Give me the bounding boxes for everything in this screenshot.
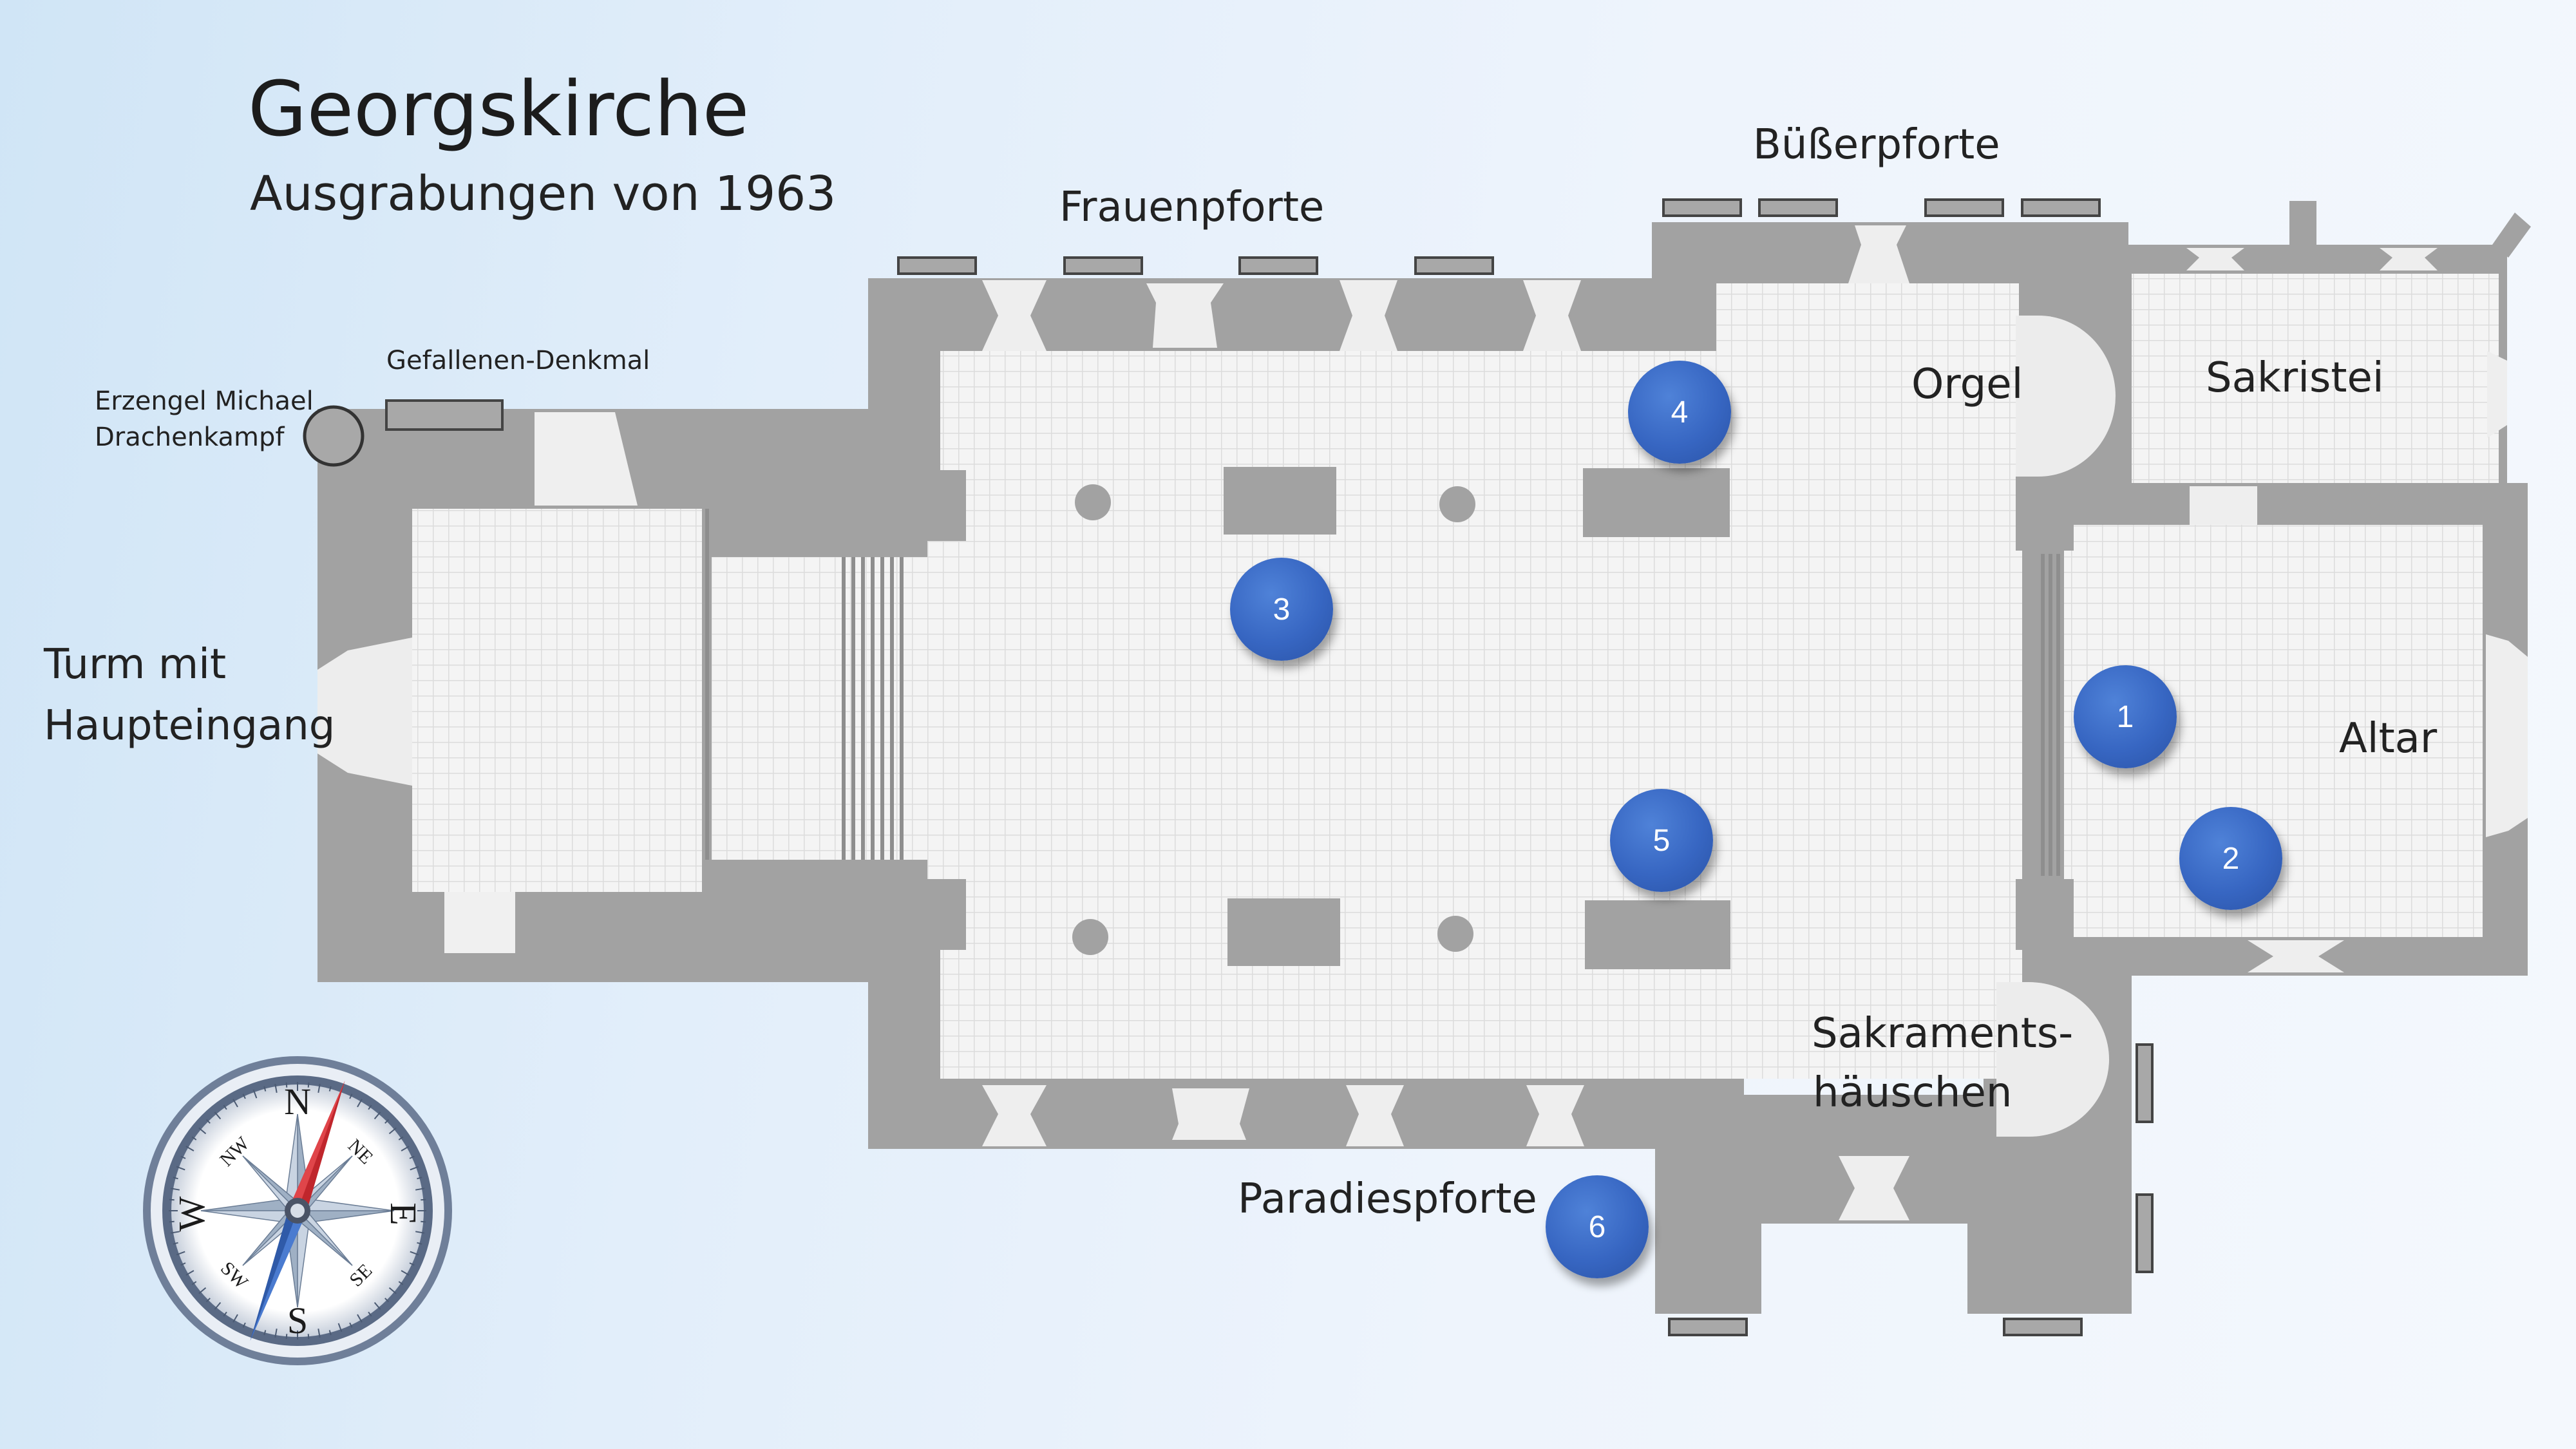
compass-tick	[349, 1094, 353, 1099]
compass-tick	[214, 1302, 222, 1310]
label-gefallenen-denkmal: Gefallenen-Denkmal	[386, 346, 650, 375]
compass-tick	[242, 1094, 246, 1099]
tower-entrance	[317, 638, 412, 786]
compass-tick	[274, 1083, 278, 1093]
compass-tick	[205, 1298, 211, 1303]
label-turm-line1: Turm mit	[44, 641, 227, 688]
compass-tick	[328, 1330, 332, 1336]
compass-tick	[349, 1322, 353, 1328]
michael-statue	[303, 405, 365, 467]
compass-tick	[415, 1231, 425, 1234]
compass-tick	[417, 1177, 422, 1180]
compass-tick	[232, 1314, 238, 1323]
compass-tick	[357, 1099, 363, 1108]
compass-tick	[173, 1242, 178, 1245]
compass-tick	[328, 1086, 332, 1092]
compass-tick	[317, 1083, 321, 1093]
label-buesserpforte: Büßerpforte	[1753, 121, 2000, 169]
compass-tick	[176, 1251, 185, 1256]
compass-tick	[173, 1177, 178, 1180]
compass-tick	[191, 1281, 197, 1285]
compass-tick	[417, 1242, 422, 1245]
compass-tick	[374, 1302, 381, 1310]
marker-6[interactable]: 6	[1546, 1175, 1649, 1278]
compass-tick	[374, 1112, 381, 1120]
compass-tick	[185, 1270, 194, 1276]
compass-tick	[180, 1262, 186, 1266]
compass-tick	[409, 1262, 415, 1266]
compass-tick	[223, 1104, 227, 1110]
compass-tick	[191, 1136, 197, 1141]
compass-tick	[398, 1136, 404, 1141]
compass-tick	[388, 1287, 397, 1294]
compass-tick	[307, 1082, 310, 1088]
compass-e: E	[383, 1202, 424, 1225]
label-orgel: Orgel	[1911, 361, 2023, 408]
compass-tick	[384, 1119, 390, 1124]
page-subtitle: Ausgrabungen von 1963	[250, 166, 837, 222]
compass-tick	[307, 1334, 310, 1340]
compass-tick	[252, 1089, 258, 1099]
label-altar: Altar	[2339, 715, 2438, 762]
label-frauenpforte: Frauenpforte	[1059, 184, 1325, 231]
compass-n: N	[284, 1081, 311, 1122]
compass-tick	[223, 1311, 227, 1317]
compass-tick	[410, 1251, 419, 1256]
page-title: Georgskirche	[248, 64, 750, 153]
label-michael-line2: Drachenkampf	[95, 422, 285, 452]
compass-tick	[198, 1127, 207, 1135]
compass-tick	[185, 1146, 194, 1151]
compass-tick	[317, 1329, 321, 1338]
compass-tick	[337, 1323, 343, 1332]
label-turm-line2: Haupteingang	[44, 702, 336, 750]
marker-5[interactable]: 5	[1610, 789, 1713, 892]
compass-tick	[214, 1112, 222, 1120]
compass-tick	[410, 1166, 419, 1171]
organ-niche	[2016, 316, 2116, 477]
label-paradiespforte: Paradiespforte	[1238, 1175, 1537, 1223]
compass-tick	[263, 1086, 267, 1092]
compass-tick	[368, 1104, 372, 1110]
marker-3[interactable]: 3	[1230, 558, 1333, 661]
compass-rose: N S E W NE NW SE SW	[143, 1056, 452, 1365]
compass-tick	[409, 1155, 415, 1159]
label-sakristei: Sakristei	[2206, 354, 2384, 402]
compass-tick	[357, 1314, 363, 1323]
marker-4[interactable]: 4	[1628, 361, 1731, 464]
compass-tick	[401, 1270, 410, 1276]
marker-1[interactable]: 1	[2074, 665, 2177, 768]
compass-tick	[398, 1281, 404, 1285]
compass-tick	[401, 1146, 410, 1151]
label-michael-line1: Erzengel Michael	[95, 386, 314, 416]
compass-tick	[170, 1188, 180, 1191]
label-sakraments-line2: häuschen	[1813, 1069, 2012, 1117]
compass-tick	[274, 1329, 278, 1338]
compass-tick	[263, 1330, 267, 1336]
label-sakraments-line1: Sakraments-	[1812, 1010, 2074, 1057]
marker-2[interactable]: 2	[2179, 807, 2282, 910]
compass-tick	[232, 1099, 238, 1108]
compass-tick	[176, 1166, 185, 1171]
compass-tick	[242, 1322, 246, 1328]
sacrament-niche	[1996, 982, 2109, 1137]
compass-tick	[205, 1119, 211, 1124]
compass-tick	[384, 1298, 390, 1303]
compass-tick	[198, 1287, 207, 1294]
compass-w: W	[171, 1196, 213, 1231]
floors	[412, 274, 2499, 1079]
door-slabs	[385, 198, 2154, 1336]
compass-tick	[180, 1155, 186, 1159]
compass-tick	[415, 1188, 425, 1191]
compass-s: S	[287, 1300, 308, 1341]
compass-tick	[368, 1311, 372, 1317]
compass-tick	[388, 1127, 397, 1135]
compass-tick	[170, 1231, 180, 1234]
